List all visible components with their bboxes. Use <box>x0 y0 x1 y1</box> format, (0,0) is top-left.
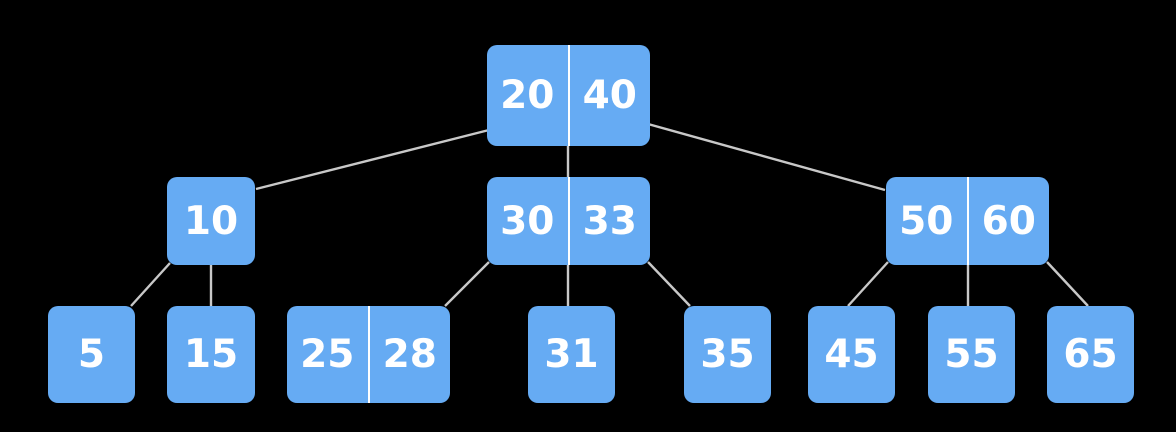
btree-key-cell[interactable]: 10 <box>183 198 239 244</box>
btree-key-cell[interactable]: 20 <box>500 73 555 118</box>
btree-key-cell[interactable]: 28 <box>367 306 451 403</box>
btree-key-cell[interactable]: 15 <box>183 332 239 377</box>
btree-node-leaf-55[interactable]: 55 <box>928 306 1015 403</box>
btree-node-internal-left[interactable]: 10 <box>167 177 255 265</box>
btree-key-cell[interactable]: 5 <box>77 332 106 377</box>
tree-edge <box>130 262 171 307</box>
btree-node-leaf-31[interactable]: 31 <box>528 306 615 403</box>
tree-edge <box>255 128 490 191</box>
tree-edge <box>444 261 490 307</box>
btree-node-internal-middle[interactable]: 30 33 <box>487 177 650 265</box>
btree-node-leaf-5[interactable]: 5 <box>48 306 135 403</box>
btree-key-cell[interactable]: 30 <box>500 198 555 244</box>
btree-node-leaf-25-28[interactable]: 25 28 <box>287 306 450 403</box>
btree-node-leaf-35[interactable]: 35 <box>684 306 771 403</box>
btree-key-cell[interactable]: 25 <box>300 332 355 377</box>
btree-key-cell[interactable]: 65 <box>1063 332 1118 377</box>
btree-key-cell[interactable]: 40 <box>567 45 651 146</box>
btree-node-leaf-15[interactable]: 15 <box>167 306 255 403</box>
btree-key-cell[interactable]: 50 <box>899 198 954 244</box>
tree-edge <box>647 122 886 192</box>
tree-edge <box>1046 261 1089 307</box>
btree-key-cell[interactable]: 55 <box>944 332 999 377</box>
tree-edge <box>847 261 889 307</box>
btree-key-cell[interactable]: 35 <box>700 332 755 377</box>
btree-key-cell[interactable]: 45 <box>824 332 879 377</box>
btree-node-leaf-45[interactable]: 45 <box>808 306 895 403</box>
btree-node-leaf-65[interactable]: 65 <box>1047 306 1134 403</box>
btree-node-internal-right[interactable]: 50 60 <box>886 177 1049 265</box>
btree-key-cell[interactable]: 33 <box>567 177 651 265</box>
btree-key-cell[interactable]: 60 <box>966 177 1050 265</box>
tree-edge <box>647 261 691 307</box>
btree-key-cell[interactable]: 31 <box>544 332 599 377</box>
